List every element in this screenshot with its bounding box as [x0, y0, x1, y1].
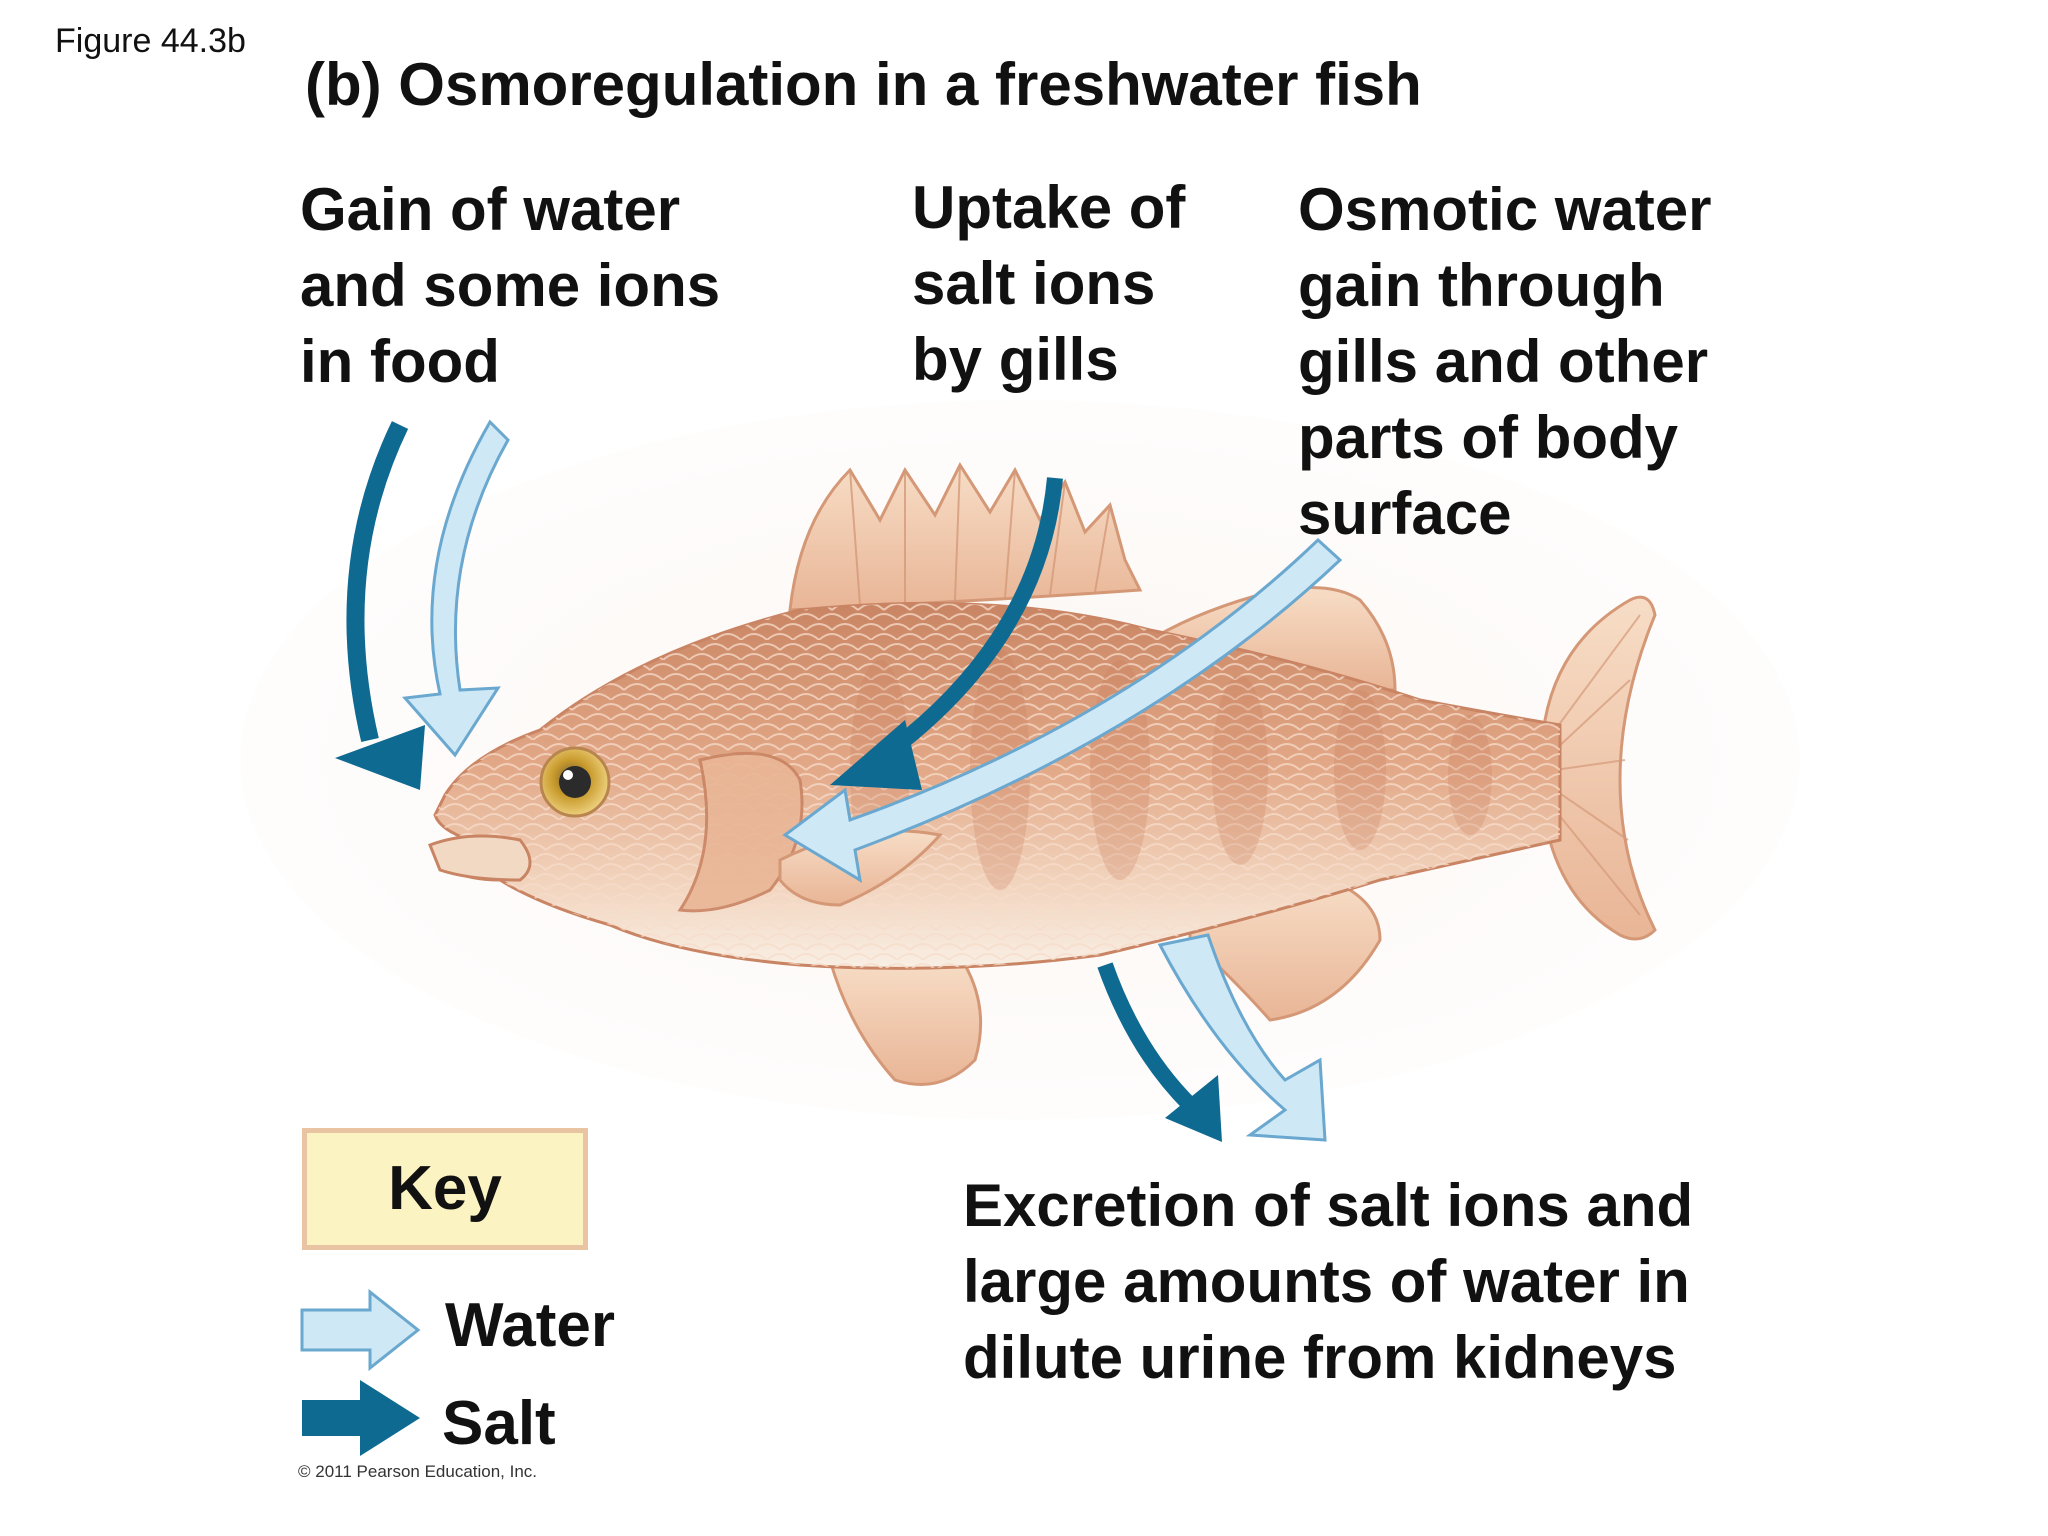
osmotic-gain-label: Osmotic water gain through gills and oth… — [1298, 172, 1711, 552]
key-water-arrow-icon — [300, 1288, 421, 1372]
excretion-salt-arrow — [1097, 962, 1222, 1142]
osmotic-gain-line: Osmotic water — [1298, 176, 1712, 243]
excretion-line: large amounts of water in — [963, 1248, 1690, 1315]
gill-uptake-line: Uptake of — [912, 174, 1186, 241]
osmotic-gain-line: surface — [1298, 480, 1512, 547]
tail-fin — [1543, 595, 1657, 941]
osmotic-gain-line: gain through — [1298, 252, 1665, 319]
key-title: Key — [388, 1154, 502, 1223]
food-gain-label: Gain of water and some ions in food — [300, 172, 720, 400]
figure-label: Figure 44.3b — [55, 22, 246, 60]
gill-uptake-line: salt ions — [912, 250, 1156, 317]
key-water-label: Water — [445, 1291, 615, 1360]
key-salt-arrow-icon — [302, 1380, 420, 1456]
food-gain-line: and some ions — [300, 252, 721, 319]
gill-salt-arrow — [830, 477, 1063, 790]
osmotic-water-arrow — [782, 537, 1343, 883]
copyright-notice: © 2011 Pearson Education, Inc. — [298, 1462, 538, 1481]
osmotic-gain-line: parts of body — [1298, 404, 1679, 471]
osmotic-gain-line: gills and other — [1298, 328, 1709, 395]
excretion-line: Excretion of salt ions and — [963, 1172, 1694, 1239]
gill-uptake-label: Uptake of salt ions by gills — [912, 170, 1185, 398]
food-gain-line: Gain of water — [300, 176, 681, 243]
excretion-label: Excretion of salt ions and large amounts… — [963, 1168, 1693, 1396]
food-water-arrow — [401, 419, 510, 758]
excretion-line: dilute urine from kidneys — [963, 1324, 1677, 1391]
fish-eye — [539, 746, 611, 818]
food-salt-arrow — [335, 421, 425, 790]
key-box: Key — [302, 1128, 588, 1250]
gill-uptake-line: by gills — [912, 326, 1119, 393]
key-salt-label: Salt — [442, 1389, 556, 1458]
excretion-water-arrow — [1157, 933, 1327, 1142]
food-gain-line: in food — [300, 328, 500, 395]
diagram-title: (b) Osmoregulation in a freshwater fish — [305, 51, 1422, 118]
